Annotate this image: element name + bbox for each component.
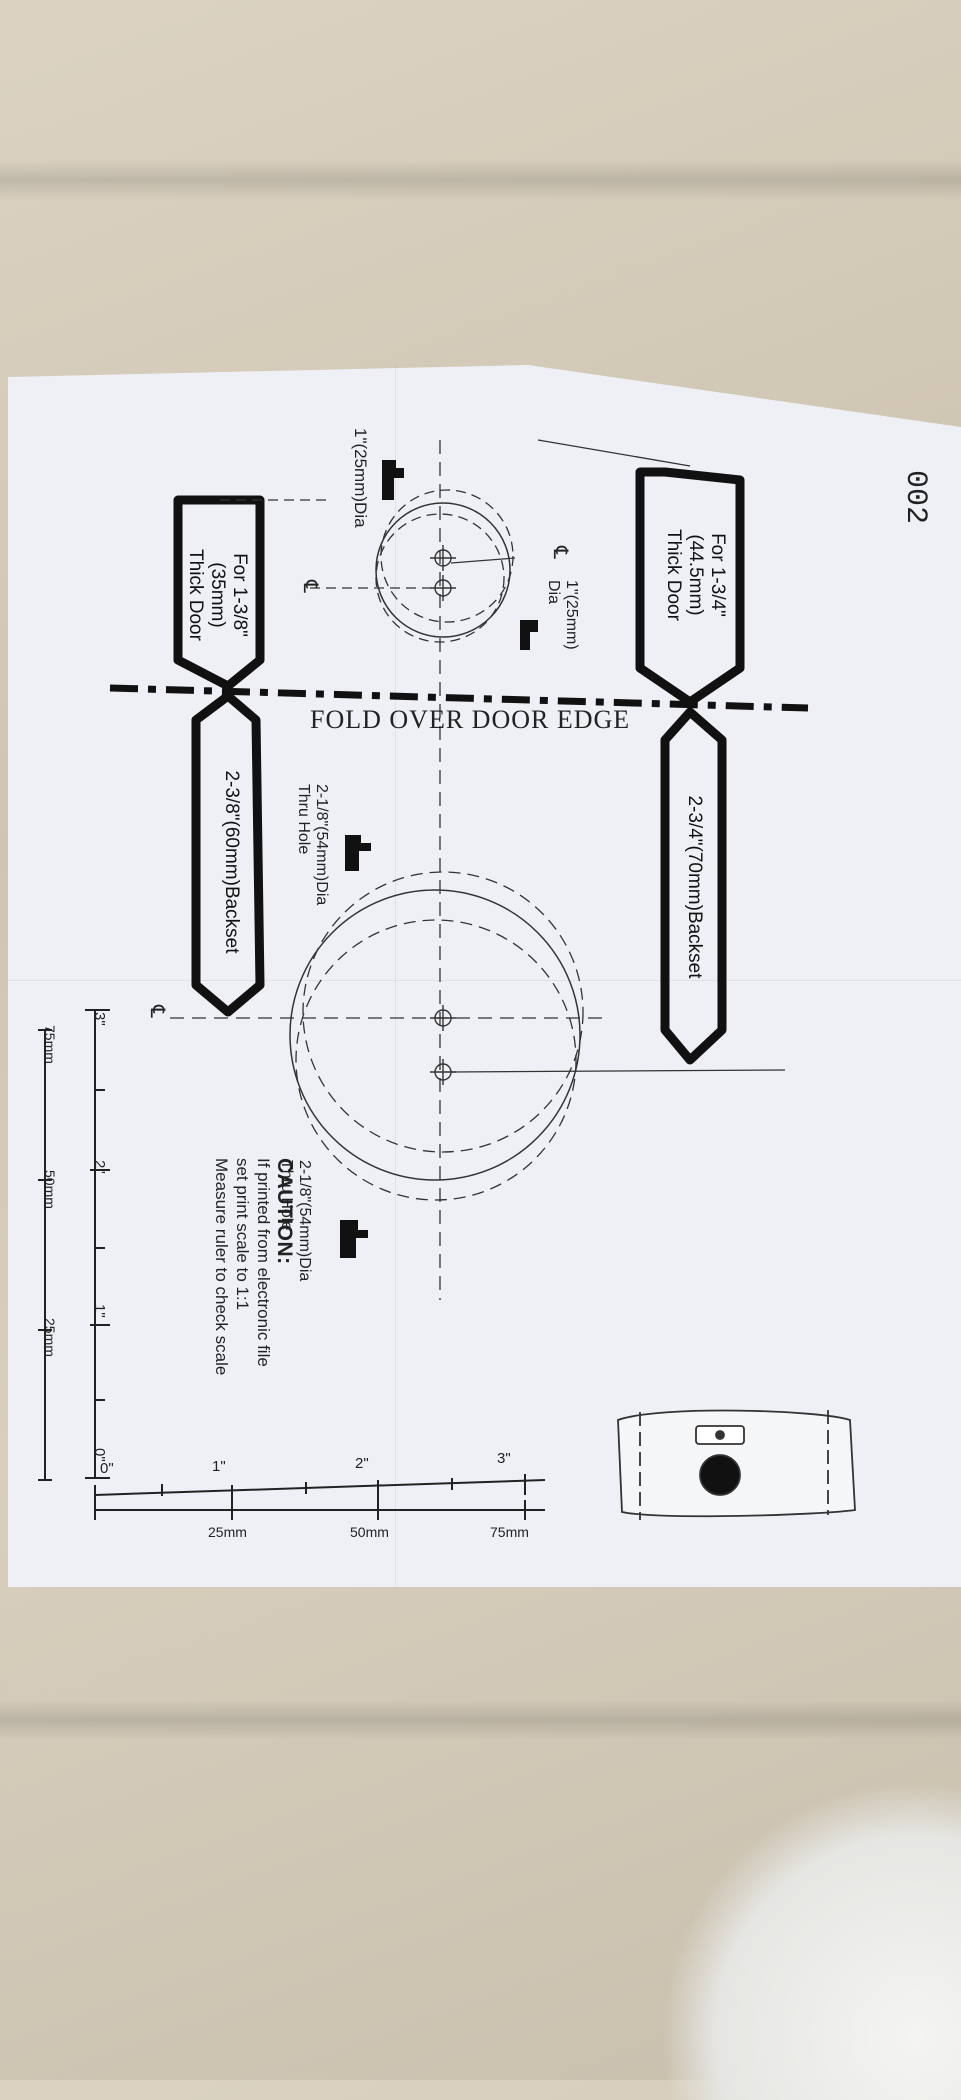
hex-frame-60mm [191,691,265,1017]
drill-icon [340,460,538,1258]
large-hole-dashed [295,919,577,1201]
large-hole-solid [289,889,581,1181]
crosshair-marker [430,1005,456,1085]
ruler-mm-label: 25mm [208,1524,247,1540]
hex-frame-44mm [635,467,745,707]
ruler-mm-label: 50mm [42,1170,58,1209]
small-hole-label-left: 1"(25mm)Dia [351,428,370,528]
small-hole-label: 1"(25mm) Dia [544,580,580,650]
ruler-inch-label: 2" [91,1160,108,1174]
ruler-mm-label: 75mm [490,1524,529,1540]
ruler-mm-label: 75mm [42,1025,58,1064]
door-thickness-line: (44.5mm) [685,534,706,616]
page-number: 002 [898,470,932,525]
small-hole-label-line: 1"(25mm) [563,580,580,650]
ruler-inch-label: 0" [100,1460,114,1477]
ruler-inch-label: 2" [355,1455,369,1472]
ruler-inch-label: 3" [497,1450,511,1467]
crosshair-marker [430,545,456,601]
backset-label-60mm: 2-3/8"(60mm)Backset [221,770,242,954]
caution-note: CAUTION: If printed from electronic file… [211,1158,296,1376]
door-thickness-line: For 1-3/8" [229,553,250,637]
blanket-fold [0,1700,961,1740]
small-hole-label-line: Dia [545,580,562,605]
hex-frame-70mm [660,707,727,1065]
horizontal-ruler [94,1474,546,1520]
door-thickness-line: Thick Door [185,549,206,641]
ruler-mm-label: 25mm [42,1318,58,1357]
small-hole-dashed [380,489,514,623]
caution-heading: CAUTION: [273,1158,296,1265]
caution-line: If printed from electronic file [254,1158,273,1367]
vertical-ruler [38,1009,110,1481]
large-hole-label-line: Thru Hole [295,784,312,855]
paper-crease [8,980,961,981]
caution-line: Measure ruler to check scale [212,1158,231,1376]
large-hole-label-line: 2-1/8"(54mm)Dia [313,784,330,906]
fold-over-door-edge-text: FOLD OVER DOOR EDGE [310,705,631,734]
leader-line [449,1069,786,1073]
caution-line: set print scale to 1:1 [233,1158,252,1311]
ruler-inch-label: 1" [91,1304,108,1318]
door-lock-illustration [617,1409,856,1520]
ruler-mm-label: 50mm [350,1524,389,1540]
centerline-symbol: ℄ [299,580,321,593]
centerline-symbol: ℄ [549,546,571,559]
large-hole-dashed [302,871,584,1153]
paper-crease [395,365,396,1587]
large-hole-label-line: 2-1/8"(54mm)Dia [296,1160,313,1282]
door-thickness-line: For 1-3/4" [707,533,728,617]
ruler-inch-label: 3" [91,1012,108,1026]
door-thickness-label-44mm: For 1-3/4" (44.5mm) Thick Door [662,490,728,660]
leader-line [450,557,516,564]
centerline-symbol: ℄ [146,1005,168,1018]
door-thickness-line: (35mm) [207,562,228,628]
door-thickness-line: Thick Door [663,529,684,621]
ruler-inch-label: 1" [212,1458,226,1475]
backset-label-70mm: 2-3/4"(70mm)Backset [684,795,705,979]
door-thickness-label-35mm: For 1-3/8" (35mm) Thick Door [184,520,250,670]
drilling-template-paper [8,365,961,1587]
blanket-fold [0,160,961,200]
reference-line [537,439,691,467]
small-hole-dashed [375,513,505,643]
large-hole-label-upper: 2-1/8"(54mm)Dia Thru Hole [294,784,330,905]
